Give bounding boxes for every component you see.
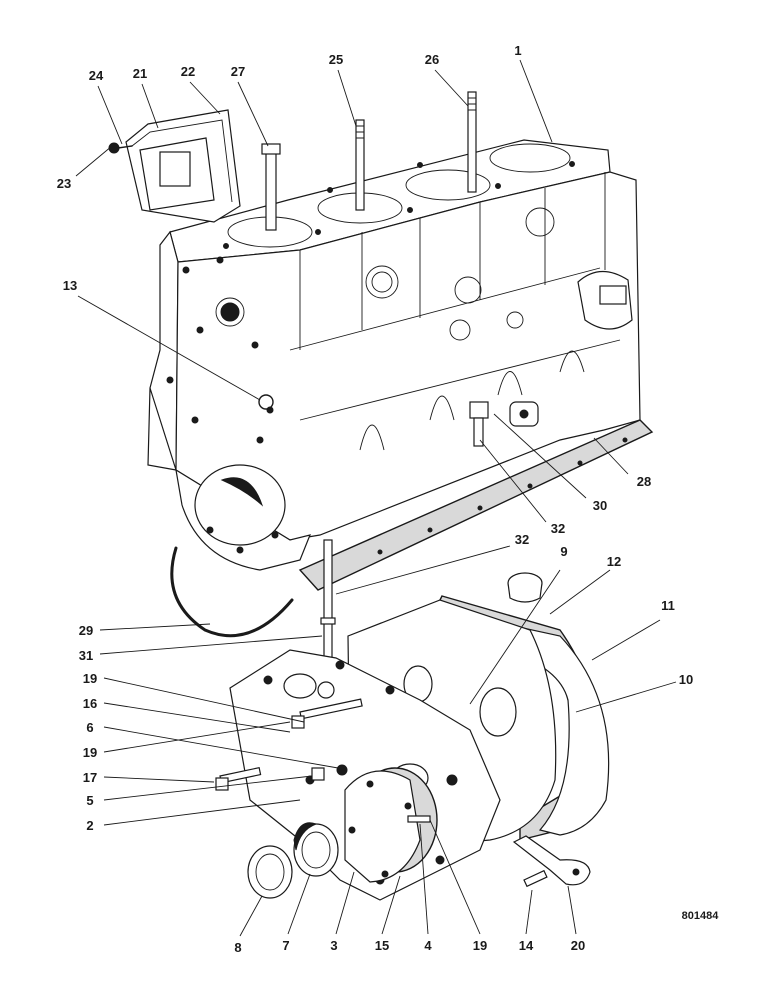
timing-cover-bolts xyxy=(215,698,548,888)
callout-19-c: 19 xyxy=(473,938,487,953)
callout-27: 27 xyxy=(231,64,245,79)
callout-10: 10 xyxy=(679,672,693,687)
callout-15: 15 xyxy=(375,938,389,953)
callout-30: 30 xyxy=(593,498,607,513)
gallery-bolt xyxy=(469,401,489,447)
callout-2: 2 xyxy=(86,818,93,833)
callout-28: 28 xyxy=(637,474,651,489)
callout-17: 17 xyxy=(83,770,97,785)
callout-26: 26 xyxy=(425,52,439,67)
callout-32-upper: 32 xyxy=(551,521,565,536)
leader-lines xyxy=(75,59,677,937)
callout-12: 12 xyxy=(607,554,621,569)
callout-23: 23 xyxy=(57,176,71,191)
callout-19-b: 19 xyxy=(83,745,97,760)
callout-6: 6 xyxy=(86,720,93,735)
front-cover-plate xyxy=(344,770,421,883)
callout-20: 20 xyxy=(571,938,585,953)
callout-25: 25 xyxy=(329,52,343,67)
rear-seal-strip xyxy=(170,546,294,638)
callout-1: 1 xyxy=(514,43,521,58)
callout-24: 24 xyxy=(89,68,104,83)
crank-oil-seals xyxy=(247,822,339,899)
callout-14: 14 xyxy=(519,938,534,953)
callout-4: 4 xyxy=(424,938,432,953)
callout-13: 13 xyxy=(63,278,77,293)
oil-filler-cap xyxy=(507,572,543,603)
callout-31: 31 xyxy=(79,648,93,663)
cylinder-head-studs xyxy=(261,91,477,231)
sump-gasket xyxy=(298,419,654,591)
mounting-bracket xyxy=(512,835,591,886)
callout-9: 9 xyxy=(560,544,567,559)
callout-22: 22 xyxy=(181,64,195,79)
side-cover-assembly xyxy=(108,109,241,223)
callout-labels: 1 21 22 23 24 25 26 27 13 28 30 32 32 29… xyxy=(57,43,693,955)
callout-5: 5 xyxy=(86,793,93,808)
cylinder-block xyxy=(147,139,641,571)
callout-19-a: 19 xyxy=(83,671,97,686)
callout-29: 29 xyxy=(79,623,93,638)
callout-32-lower: 32 xyxy=(515,532,529,547)
callout-11: 11 xyxy=(661,598,675,613)
callout-7: 7 xyxy=(282,938,289,953)
figure-reference-code: 801484 xyxy=(682,910,720,922)
callout-16: 16 xyxy=(83,696,97,711)
callout-8: 8 xyxy=(234,940,241,955)
callout-21: 21 xyxy=(133,66,147,81)
callout-3: 3 xyxy=(330,938,337,953)
